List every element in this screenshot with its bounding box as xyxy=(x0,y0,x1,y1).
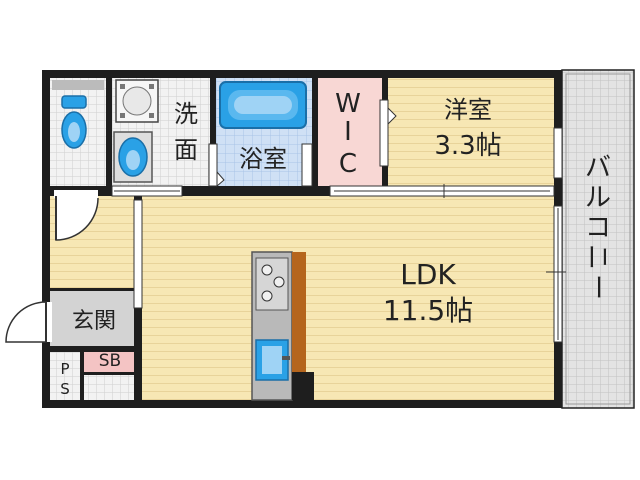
wash-label-line1: 洗 xyxy=(174,100,198,128)
bathtub-icon xyxy=(219,81,307,129)
ldk-size: 11.5帖 xyxy=(383,294,473,327)
wash-label-line2: 面 xyxy=(174,136,198,164)
balcony-label-char: コ xyxy=(585,213,611,243)
wic-label-line1: W xyxy=(335,89,361,119)
balcony-label-char: ー xyxy=(582,274,612,300)
stovetop-icon xyxy=(261,264,285,302)
sb-label: SB xyxy=(99,351,121,371)
balcony xyxy=(561,69,635,409)
toilet-tank-area xyxy=(52,80,104,90)
ps-label-line1: P xyxy=(60,360,69,378)
ldk-name: LDK xyxy=(400,258,456,291)
washbasin-icon xyxy=(113,131,153,183)
kitchen-sink-icon xyxy=(255,339,290,381)
ps-label-line2: S xyxy=(60,380,70,398)
balcony-label-char: ル xyxy=(585,183,611,213)
doors xyxy=(5,99,566,343)
washing-machine-icon xyxy=(115,79,159,123)
range-hood-wall xyxy=(292,252,306,372)
entrance-label: 玄関 xyxy=(72,309,116,334)
wic-label-line2: I xyxy=(344,117,352,147)
kitchen-counter xyxy=(251,251,293,401)
counter-end-wall xyxy=(292,372,314,400)
toilet-icon xyxy=(61,95,87,149)
bath-label: 浴室 xyxy=(239,145,287,173)
balcony-label-char: ニ xyxy=(582,244,612,270)
room-labels: 洗 面 浴室 W I C 洋室 3.3帖 LDK 11.5帖 玄関 SB P S… xyxy=(60,89,612,398)
balcony-label-char: バ xyxy=(585,153,611,183)
wic-label-line3: C xyxy=(339,149,357,179)
western-room-size: 3.3帖 xyxy=(434,131,501,161)
western-room-name: 洋室 xyxy=(444,96,492,124)
